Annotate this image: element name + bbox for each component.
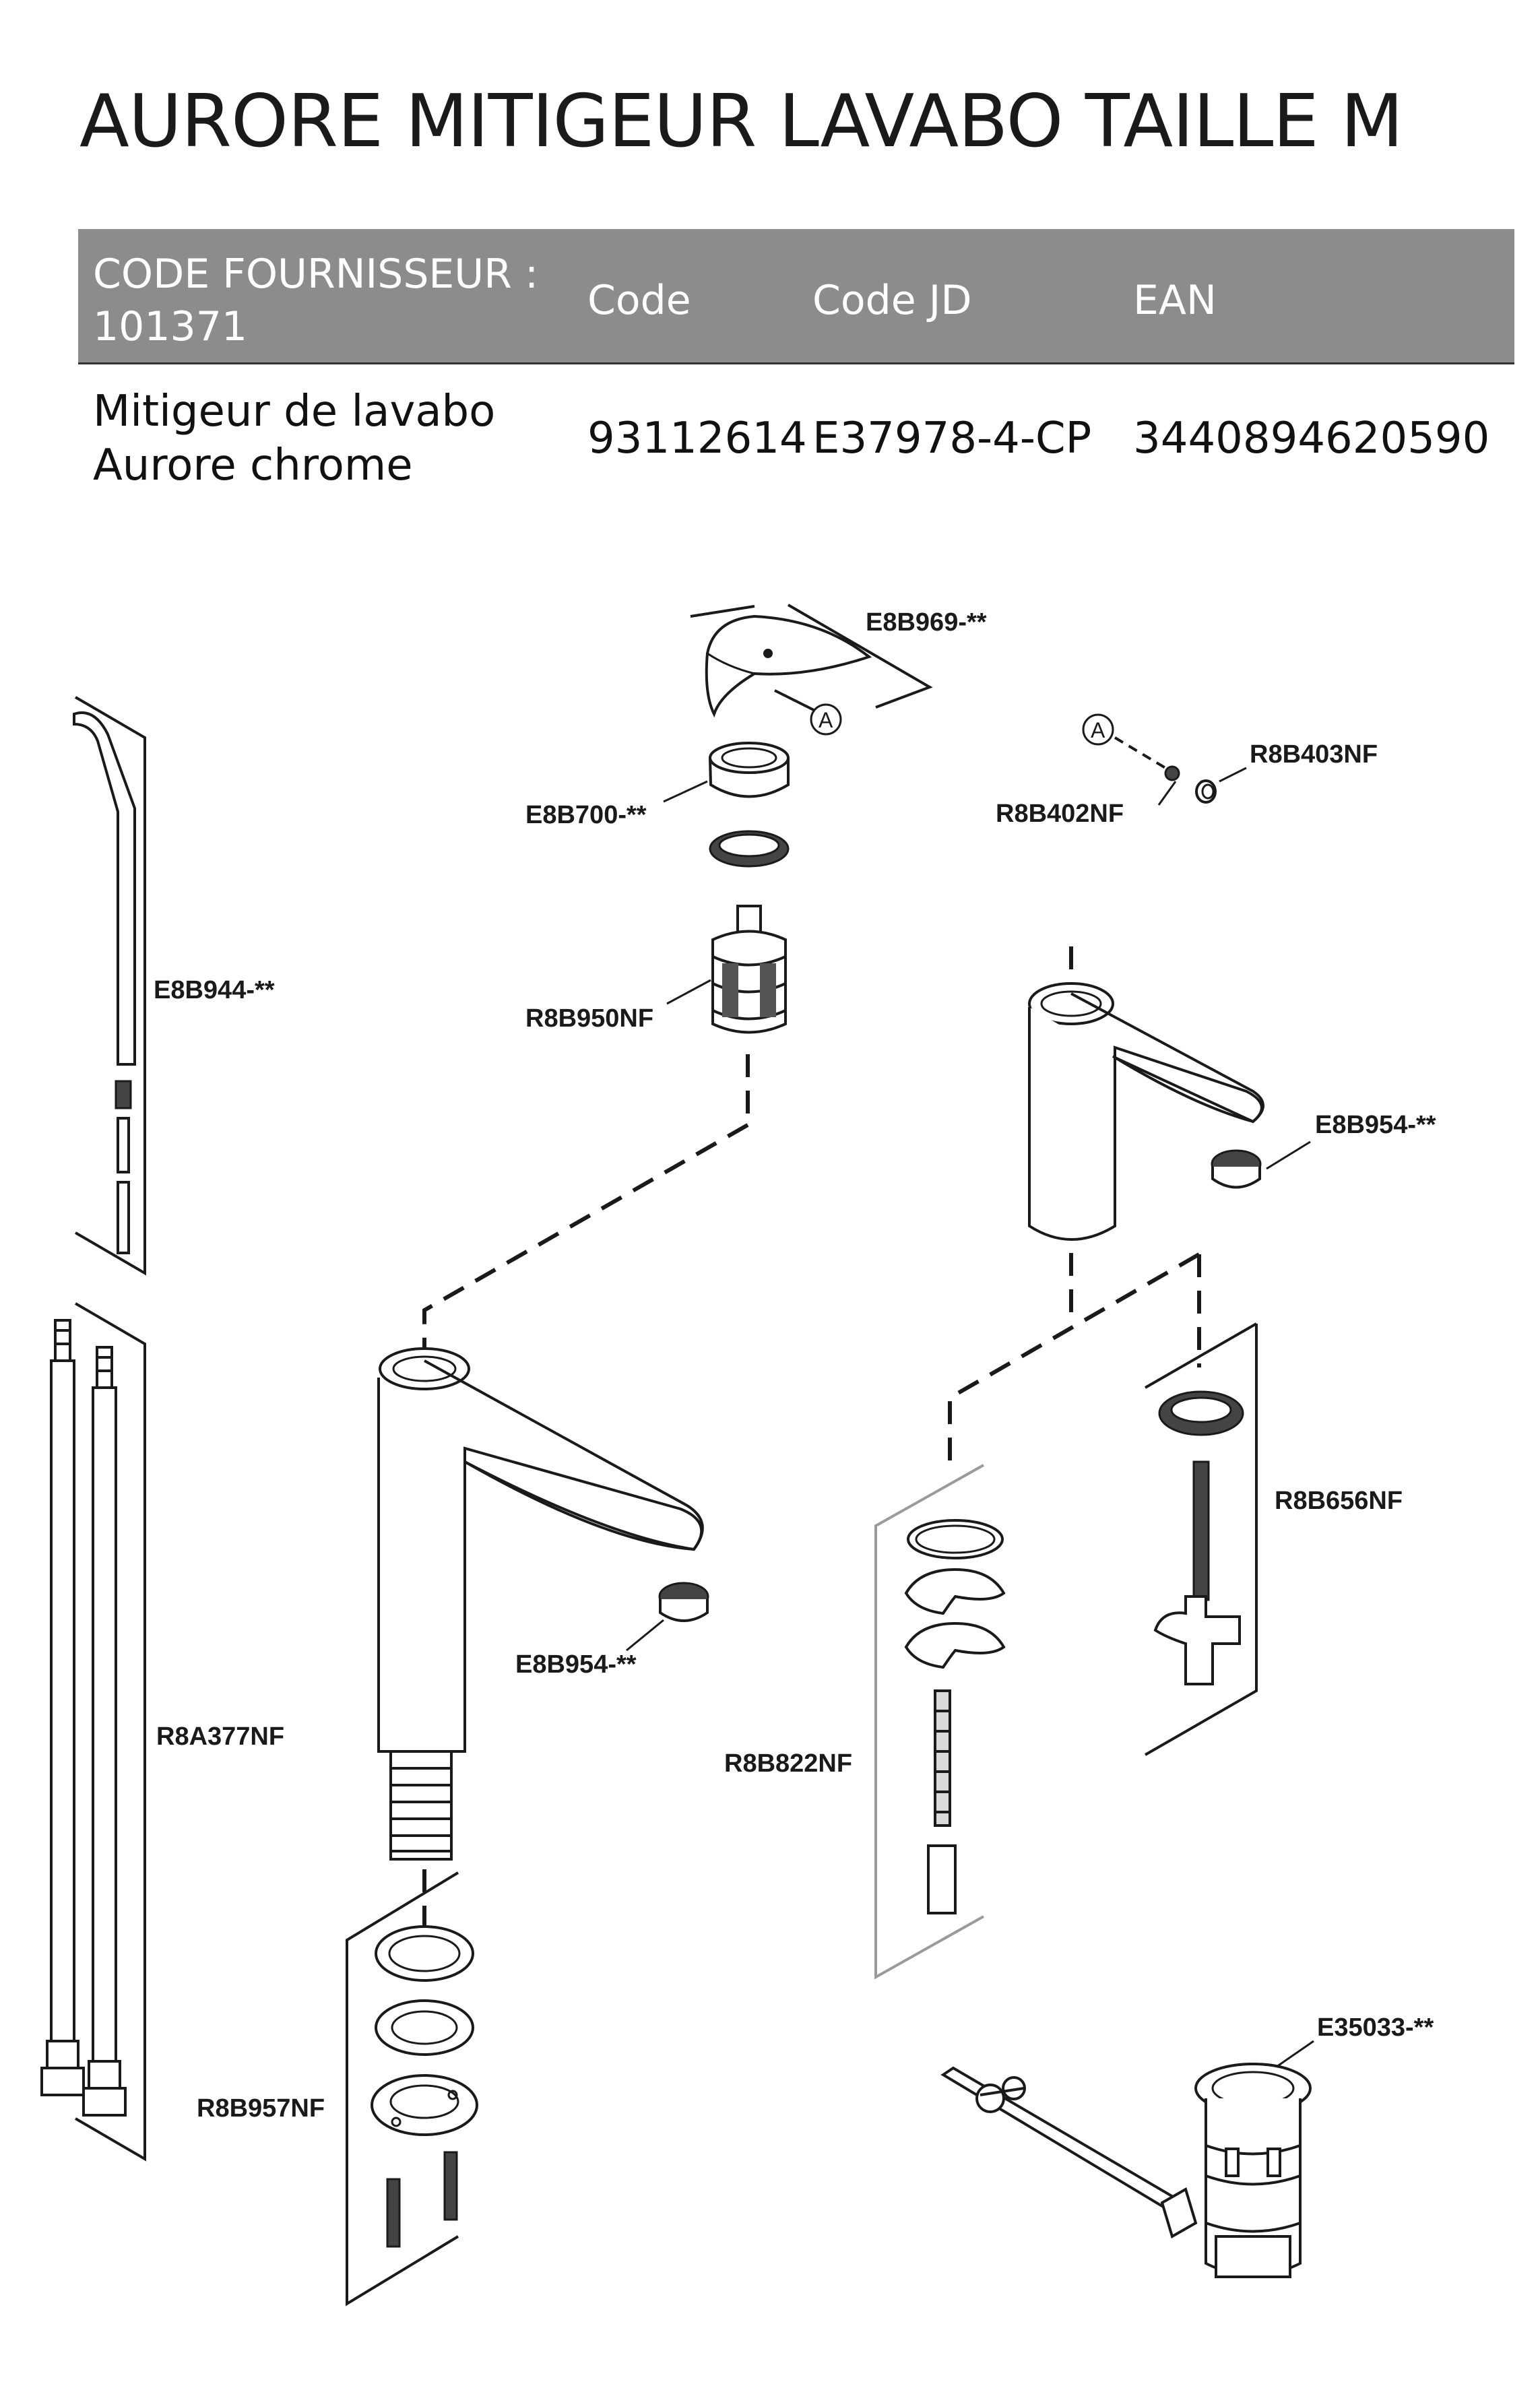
page-title: AURORE MITIGEUR LAVABO TAILLE M <box>79 79 1403 164</box>
label-waste: E35033-** <box>1317 2013 1434 2042</box>
label-screw-cap: R8B403NF <box>1250 740 1378 769</box>
label-hoses: R8A377NF <box>156 1722 284 1751</box>
leader-cap <box>663 780 708 803</box>
leader-aerator-main <box>626 1619 664 1652</box>
aerator-upper <box>1211 1149 1262 1189</box>
label-aerator-upper: E8B954-** <box>1315 1111 1436 1139</box>
screw-cap-part <box>1195 779 1217 804</box>
callout-a-circle-right <box>1082 713 1114 746</box>
header-code: Code <box>573 229 798 364</box>
label-fixing-kit-mid: R8B822NF <box>724 1749 852 1778</box>
cartridge-part <box>711 905 787 1034</box>
cell-product-name: Mitigeur de lavabo Aurore chrome <box>93 387 496 490</box>
hoses-panel <box>40 1302 146 2162</box>
label-screw: R8B402NF <box>996 800 1124 828</box>
lever-rod-panel <box>73 696 146 1276</box>
header-ean: EAN <box>1118 229 1514 364</box>
label-cap: E8B700-** <box>525 801 647 829</box>
label-base-kit: R8B957NF <box>197 2094 325 2123</box>
callout-a-marker-right: A <box>1091 718 1105 742</box>
header-code-jd: Code JD <box>798 229 1118 364</box>
cell-ean: 3440894620590 <box>1133 414 1490 463</box>
leader-cartridge <box>666 979 711 1005</box>
fixing-kit-mid-panel <box>874 1464 1006 1980</box>
tap-body-main <box>377 1347 704 1861</box>
leader-screw-cap <box>1219 767 1247 783</box>
cell-code: 93112614 <box>587 414 807 463</box>
label-lever-rod: E8B944-** <box>154 976 275 1004</box>
leader-screw <box>1157 781 1177 806</box>
label-fixing-kit-right: R8B656NF <box>1275 1487 1403 1515</box>
fixing-kit-right-panel <box>1145 1322 1258 1756</box>
tap-body-upper <box>1028 982 1264 1241</box>
handle-part <box>690 604 933 718</box>
callout-a-circle-left <box>810 703 842 736</box>
base-kit-panel <box>346 1871 478 2306</box>
leader-aerator-upper <box>1266 1140 1311 1170</box>
screw-part <box>1164 765 1180 781</box>
table-header-row: CODE FOURNISSEUR : 101371 Code Code JD E… <box>78 229 1514 364</box>
ring-part <box>709 830 790 868</box>
label-handle: E8B969-** <box>866 608 987 637</box>
product-code-table: CODE FOURNISSEUR : 101371 Code Code JD E… <box>78 229 1514 513</box>
cap-part <box>709 742 790 798</box>
cell-code-jd: E37978-4-CP <box>812 414 1092 463</box>
waste-drain-part <box>940 2063 1312 2278</box>
label-aerator-main: E8B954-** <box>515 1650 637 1679</box>
label-cartridge: R8B950NF <box>525 1004 653 1033</box>
aerator-main <box>658 1582 709 1622</box>
header-supplier-code: CODE FOURNISSEUR : 101371 <box>78 229 573 364</box>
callout-a-marker-left: A <box>819 708 833 732</box>
leader-waste <box>1276 2040 1314 2068</box>
table-row: Mitigeur de lavabo Aurore chrome 9311261… <box>78 364 1514 513</box>
